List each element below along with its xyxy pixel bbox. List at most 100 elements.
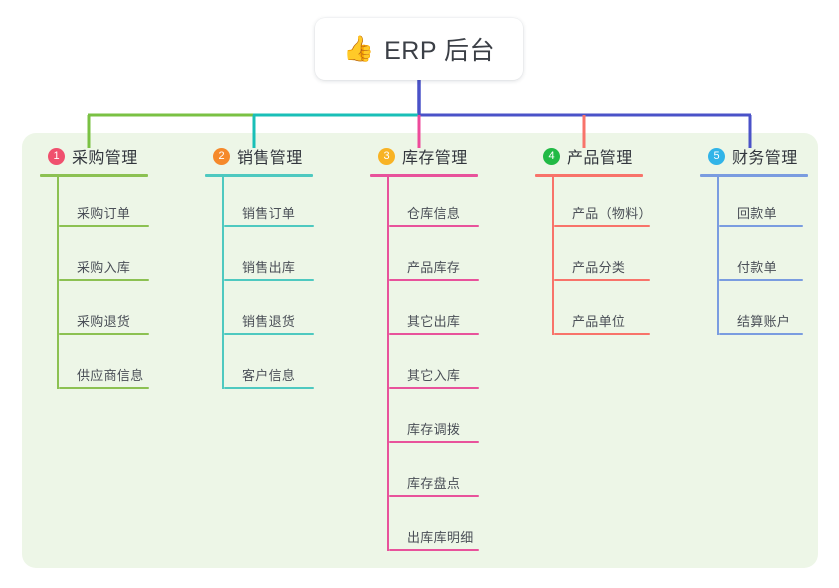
branch-spine bbox=[387, 177, 389, 551]
branch-title: 财务管理 bbox=[732, 150, 798, 167]
leaf-item-underline bbox=[224, 279, 314, 281]
leaf-item-label: 产品单位 bbox=[572, 314, 626, 329]
leaf-item[interactable]: 销售退货 bbox=[224, 285, 314, 339]
leaf-item-underline bbox=[554, 333, 650, 335]
leaf-item-underline bbox=[719, 279, 803, 281]
branch-title: 产品管理 bbox=[567, 150, 633, 167]
leaf-item-label: 客户信息 bbox=[242, 368, 296, 383]
leaf-item[interactable]: 其它出库 bbox=[389, 285, 479, 339]
leaf-item[interactable]: 付款单 bbox=[719, 231, 808, 285]
branch-spine bbox=[57, 177, 59, 389]
branch-header-3[interactable]: 3 库存管理 bbox=[370, 143, 478, 169]
leaf-item-underline bbox=[59, 333, 149, 335]
branch-header-1[interactable]: 1 采购管理 bbox=[40, 143, 148, 169]
branch-underline bbox=[370, 174, 478, 177]
leaf-item-underline bbox=[59, 279, 149, 281]
leaf-item[interactable]: 采购入库 bbox=[59, 231, 149, 285]
leaf-item[interactable]: 其它入库 bbox=[389, 339, 479, 393]
leaf-item-underline bbox=[59, 387, 149, 389]
thumbs-up-icon: 👍 bbox=[342, 34, 375, 63]
leaf-item-label: 库存调拨 bbox=[407, 422, 461, 437]
branch-header-5[interactable]: 5 财务管理 bbox=[700, 143, 808, 169]
root-node[interactable]: 👍 ERP 后台 bbox=[315, 18, 523, 80]
leaf-item-underline bbox=[224, 387, 314, 389]
branch-spine bbox=[222, 177, 224, 389]
leaf-item-label: 回款单 bbox=[737, 206, 777, 221]
leaf-item-label: 销售订单 bbox=[242, 206, 296, 221]
leaf-item-label: 产品分类 bbox=[572, 260, 626, 275]
branch-item-list: 产品（物料） 产品分类产品单位 bbox=[535, 177, 652, 339]
branch-underline bbox=[535, 174, 643, 177]
leaf-item-underline bbox=[389, 495, 479, 497]
branch-column-5: 5 财务管理回款单付款单结算账户 bbox=[700, 143, 808, 339]
branch-title: 采购管理 bbox=[72, 150, 138, 167]
branch-column-1: 1 采购管理采购订单采购入库采购退货供应商信息 bbox=[40, 143, 149, 393]
leaf-item-underline bbox=[389, 549, 479, 551]
leaf-item-underline bbox=[224, 333, 314, 335]
leaf-item[interactable]: 仓库信息 bbox=[389, 177, 479, 231]
leaf-item-underline bbox=[554, 225, 650, 227]
branch-item-list: 采购订单采购入库采购退货供应商信息 bbox=[40, 177, 149, 393]
leaf-item-label: 采购退货 bbox=[77, 314, 131, 329]
leaf-item[interactable]: 产品库存 bbox=[389, 231, 479, 285]
leaf-item[interactable]: 结算账户 bbox=[719, 285, 808, 339]
leaf-item[interactable]: 采购订单 bbox=[59, 177, 149, 231]
leaf-item-underline bbox=[59, 225, 149, 227]
branch-item-list: 回款单付款单结算账户 bbox=[700, 177, 808, 339]
branch-number-badge: 3 bbox=[378, 147, 395, 165]
branch-underline bbox=[700, 174, 808, 177]
branch-number-badge: 1 bbox=[48, 147, 65, 165]
leaf-item[interactable]: 采购退货 bbox=[59, 285, 149, 339]
root-title: ERP 后台 bbox=[384, 37, 496, 65]
leaf-item[interactable]: 产品（物料） bbox=[554, 177, 652, 231]
leaf-item[interactable]: 回款单 bbox=[719, 177, 808, 231]
branch-underline bbox=[40, 174, 148, 177]
leaf-item-label: 库存盘点 bbox=[407, 476, 461, 491]
leaf-item[interactable]: 供应商信息 bbox=[59, 339, 149, 393]
leaf-item-label: 其它出库 bbox=[407, 314, 461, 329]
leaf-item-label: 供应商信息 bbox=[77, 368, 144, 383]
leaf-item-label: 结算账户 bbox=[737, 314, 791, 329]
branch-number-badge: 5 bbox=[708, 147, 725, 165]
leaf-item[interactable]: 库存盘点 bbox=[389, 447, 479, 501]
leaf-item[interactable]: 产品单位 bbox=[554, 285, 650, 339]
leaf-item-label: 付款单 bbox=[737, 260, 777, 275]
branch-item-list: 销售订单销售出库销售退货客户信息 bbox=[205, 177, 314, 393]
branch-title: 销售管理 bbox=[237, 150, 303, 167]
branch-spine bbox=[717, 177, 719, 335]
leaf-item-label: 销售出库 bbox=[242, 260, 296, 275]
leaf-item-underline bbox=[389, 387, 479, 389]
leaf-item-label: 产品库存 bbox=[407, 260, 461, 275]
leaf-item-label: 采购订单 bbox=[77, 206, 131, 221]
leaf-item-label: 采购入库 bbox=[77, 260, 131, 275]
leaf-item-label: 产品（物料） bbox=[572, 206, 652, 221]
leaf-item[interactable]: 销售订单 bbox=[224, 177, 314, 231]
leaf-item[interactable]: 产品分类 bbox=[554, 231, 650, 285]
leaf-item-label: 出库库明细 bbox=[407, 530, 474, 545]
leaf-item[interactable]: 客户信息 bbox=[224, 339, 314, 393]
branch-underline bbox=[205, 174, 313, 177]
leaf-item-underline bbox=[719, 225, 803, 227]
leaf-item-underline bbox=[719, 333, 803, 335]
branch-title: 库存管理 bbox=[402, 150, 468, 167]
branch-column-3: 3 库存管理仓库信息产品库存其它出库其它入库库存调拨库存盘点出库库明细 bbox=[370, 143, 479, 555]
leaf-item-underline bbox=[554, 279, 650, 281]
leaf-item-underline bbox=[224, 225, 314, 227]
leaf-item-underline bbox=[389, 225, 479, 227]
leaf-item-label: 仓库信息 bbox=[407, 206, 461, 221]
branch-spine bbox=[552, 177, 554, 335]
branch-column-2: 2 销售管理销售订单销售出库销售退货客户信息 bbox=[205, 143, 314, 393]
branch-number-badge: 2 bbox=[213, 147, 230, 165]
branch-header-2[interactable]: 2 销售管理 bbox=[205, 143, 313, 169]
leaf-item-label: 销售退货 bbox=[242, 314, 296, 329]
leaf-item[interactable]: 销售出库 bbox=[224, 231, 314, 285]
leaf-item-underline bbox=[389, 333, 479, 335]
leaf-item-label: 其它入库 bbox=[407, 368, 461, 383]
leaf-item[interactable]: 库存调拨 bbox=[389, 393, 479, 447]
leaf-item[interactable]: 出库库明细 bbox=[389, 501, 479, 555]
leaf-item-underline bbox=[389, 279, 479, 281]
leaf-item-underline bbox=[389, 441, 479, 443]
